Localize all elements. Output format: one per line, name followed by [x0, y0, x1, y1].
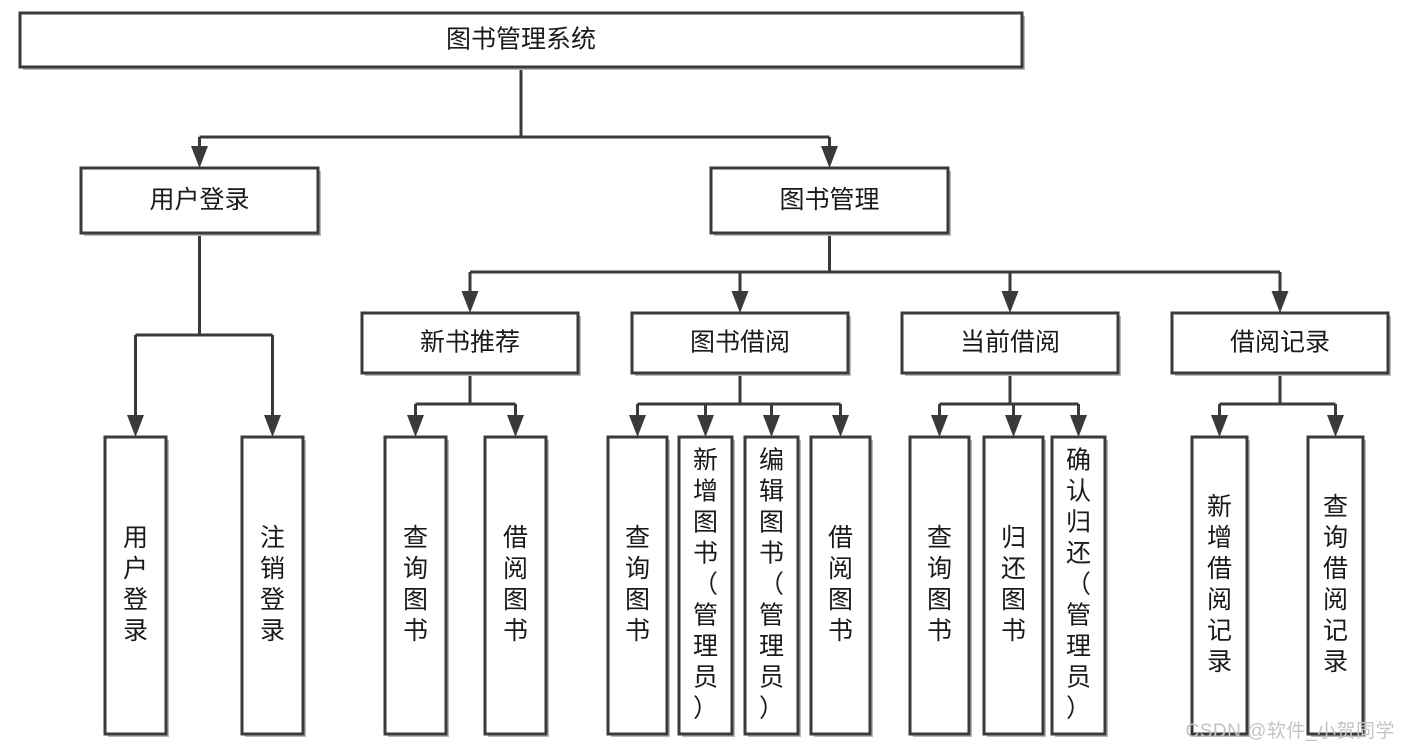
connectors-layer [127, 67, 1344, 437]
node-box[interactable] [1306, 435, 1365, 736]
arrow-head-icon [731, 291, 749, 313]
node-box[interactable] [1050, 435, 1107, 736]
node-leaf-query-book-3[interactable]: 查询图书 [908, 435, 972, 737]
node-box[interactable] [1190, 435, 1249, 736]
node-box[interactable] [1170, 311, 1390, 375]
connector-group-book-manage [461, 233, 1289, 313]
node-borrow-record[interactable]: 借阅记录 [1170, 311, 1391, 376]
node-label: 归还图书 [1001, 524, 1026, 645]
connector-group-new-book-rec [407, 373, 524, 437]
node-label: 新增借阅记录 [1207, 493, 1232, 676]
node-leaf-borrow-book-1[interactable]: 借阅图书 [483, 435, 549, 737]
node-label: 用户登录 [123, 524, 148, 645]
node-box[interactable] [360, 311, 580, 375]
node-leaf-add-borrow-record[interactable]: 新增借阅记录 [1190, 435, 1250, 737]
node-leaf-borrow-book-2[interactable]: 借阅图书 [809, 435, 873, 737]
connector-group-root [191, 67, 838, 168]
arrow-head-icon [697, 415, 714, 437]
node-box[interactable] [982, 435, 1045, 736]
node-leaf-add-book-admin[interactable]: 新增图书（管理员） [677, 435, 735, 737]
node-label: 注销登录 [260, 524, 285, 645]
node-book-borrow[interactable]: 图书借阅 [630, 311, 851, 376]
connector-group-current-borrow [931, 373, 1087, 437]
node-box[interactable] [630, 311, 850, 375]
node-label: 查询图书 [927, 524, 952, 645]
arrow-head-icon [1070, 415, 1087, 437]
node-box[interactable] [900, 311, 1120, 375]
node-label: 图书借阅 [690, 329, 790, 357]
node-box[interactable] [18, 11, 1024, 69]
connector-group-book-borrow [629, 373, 849, 437]
arrow-head-icon [507, 415, 524, 437]
node-leaf-user-logout[interactable]: 注销登录 [240, 435, 306, 737]
node-current-borrow[interactable]: 当前借阅 [900, 311, 1121, 376]
node-label: 查询图书 [403, 524, 428, 645]
arrow-head-icon [1327, 415, 1344, 437]
node-box[interactable] [483, 435, 548, 736]
node-box[interactable] [743, 435, 800, 736]
node-leaf-confirm-return-admin[interactable]: 确认归还（管理员） [1050, 435, 1108, 737]
node-box[interactable] [908, 435, 971, 736]
node-label: 确认归还（管理员） [1066, 446, 1091, 722]
node-label: 新书推荐 [420, 329, 520, 357]
arrow-head-icon [629, 415, 646, 437]
arrow-head-icon [931, 415, 948, 437]
arrow-head-icon [191, 146, 208, 168]
node-leaf-query-book-1[interactable]: 查询图书 [383, 435, 449, 737]
node-new-book-rec[interactable]: 新书推荐 [360, 311, 581, 376]
node-label: 新增图书（管理员） [693, 446, 718, 722]
arrow-head-icon [1001, 291, 1019, 313]
connector-group-user-login [127, 233, 281, 437]
arrow-head-icon [461, 291, 479, 313]
arrow-head-icon [763, 415, 780, 437]
connector-group-borrow-record [1211, 373, 1344, 437]
arrow-head-icon [821, 146, 838, 168]
nodes-layer: 图书管理系统用户登录图书管理新书推荐图书借阅当前借阅借阅记录用户登录注销登录查询… [18, 11, 1391, 737]
node-label: 查询借阅记录 [1323, 493, 1348, 676]
arrow-head-icon [1005, 415, 1022, 437]
node-leaf-user-login[interactable]: 用户登录 [103, 435, 169, 737]
node-label: 借阅图书 [828, 524, 853, 645]
node-box[interactable] [809, 435, 872, 736]
arrow-head-icon [832, 415, 849, 437]
node-label: 图书管理 [779, 186, 879, 214]
node-root[interactable]: 图书管理系统 [18, 11, 1025, 70]
node-box[interactable] [606, 435, 669, 736]
node-user-login[interactable]: 用户登录 [79, 166, 321, 236]
node-label: 借阅记录 [1230, 329, 1330, 357]
node-box[interactable] [383, 435, 448, 736]
arrow-head-icon [1271, 291, 1289, 313]
node-label: 借阅图书 [503, 524, 528, 645]
node-book-manage[interactable]: 图书管理 [709, 166, 951, 236]
node-label: 编辑图书（管理员） [759, 446, 784, 722]
node-label: 当前借阅 [960, 329, 1060, 357]
node-label: 图书管理系统 [446, 26, 596, 54]
node-leaf-edit-book-admin[interactable]: 编辑图书（管理员） [743, 435, 801, 737]
node-box[interactable] [240, 435, 305, 736]
node-box[interactable] [709, 166, 950, 235]
node-label: 用户登录 [149, 186, 249, 214]
node-label: 查询图书 [625, 524, 650, 645]
node-leaf-return-book[interactable]: 归还图书 [982, 435, 1046, 737]
node-box[interactable] [79, 166, 320, 235]
node-box[interactable] [677, 435, 734, 736]
node-box[interactable] [103, 435, 168, 736]
node-leaf-query-book-2[interactable]: 查询图书 [606, 435, 670, 737]
arrow-head-icon [264, 415, 281, 437]
arrow-head-icon [1211, 415, 1228, 437]
arrow-head-icon [407, 415, 424, 437]
arrow-head-icon [127, 415, 144, 437]
watermark-text: CSDN @软件_小贺同学 [1185, 721, 1395, 742]
node-leaf-query-borrow-record[interactable]: 查询借阅记录 [1306, 435, 1366, 737]
